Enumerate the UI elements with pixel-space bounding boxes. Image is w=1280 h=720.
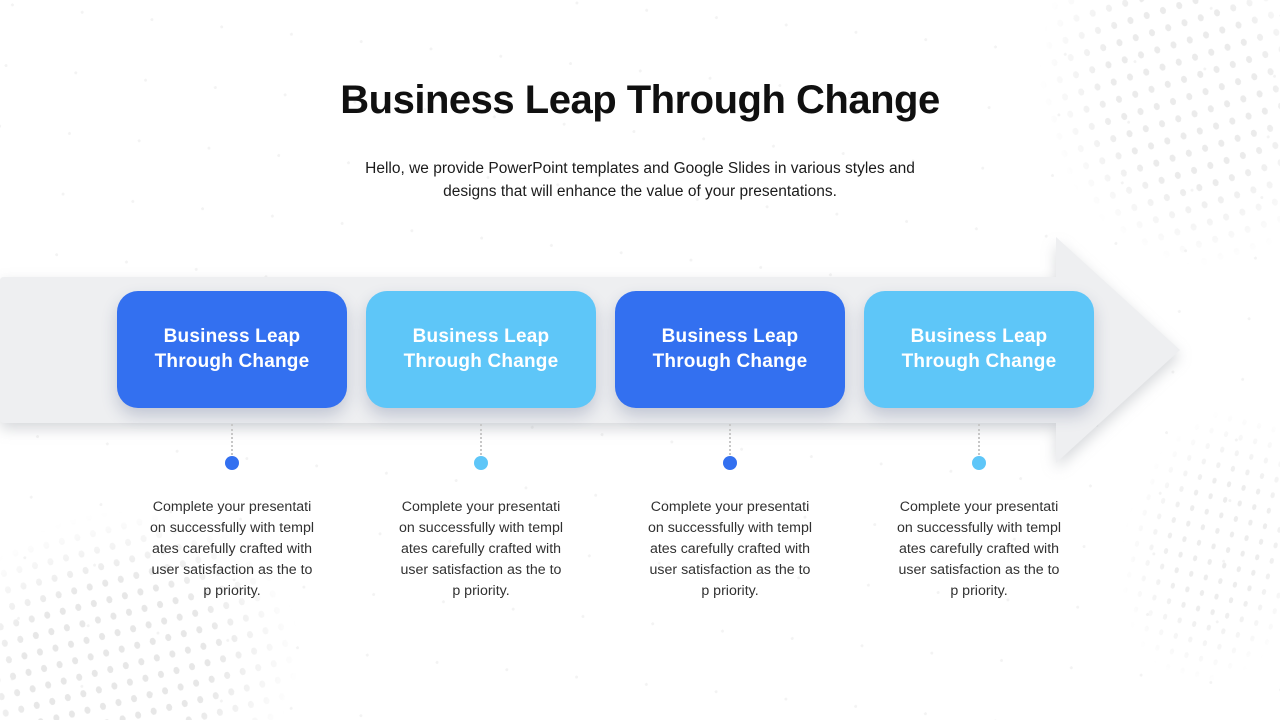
step-connector-dotted-line (480, 424, 482, 455)
step-column: Business Leap Through Change Complete yo… (864, 291, 1094, 602)
step-box-label: Business Leap Through Change (901, 326, 1057, 372)
step-column: Business Leap Through Change Complete yo… (117, 291, 347, 602)
step-box-label: Business Leap Through Change (403, 326, 559, 372)
step-description: Complete your presentati on successfully… (647, 499, 812, 599)
step-connector-dotted-line (978, 424, 980, 455)
step-connector-dotted-line (729, 424, 731, 455)
step-connector-dotted-line (231, 424, 233, 455)
step-box-label: Business Leap Through Change (154, 326, 310, 372)
step-column: Business Leap Through Change Complete yo… (366, 291, 596, 602)
slide-title: Business Leap Through Change (340, 78, 940, 122)
step-description: Complete your presentati on successfully… (398, 499, 563, 599)
slide-subtitle: Hello, we provide PowerPoint templates a… (365, 160, 915, 200)
step-box: Business Leap Through Change (117, 291, 347, 408)
step-description: Complete your presentati on successfully… (896, 499, 1061, 599)
step-box: Business Leap Through Change (864, 291, 1094, 408)
step-box: Business Leap Through Change (366, 291, 596, 408)
step-column: Business Leap Through Change Complete yo… (615, 291, 845, 602)
step-dot (972, 456, 986, 470)
step-dot (474, 456, 488, 470)
step-dot (225, 456, 239, 470)
step-dot (723, 456, 737, 470)
step-box-label: Business Leap Through Change (652, 326, 808, 372)
step-description: Complete your presentati on successfully… (149, 499, 314, 599)
steps-row: Business Leap Through Change Complete yo… (117, 291, 1094, 602)
step-box: Business Leap Through Change (615, 291, 845, 408)
